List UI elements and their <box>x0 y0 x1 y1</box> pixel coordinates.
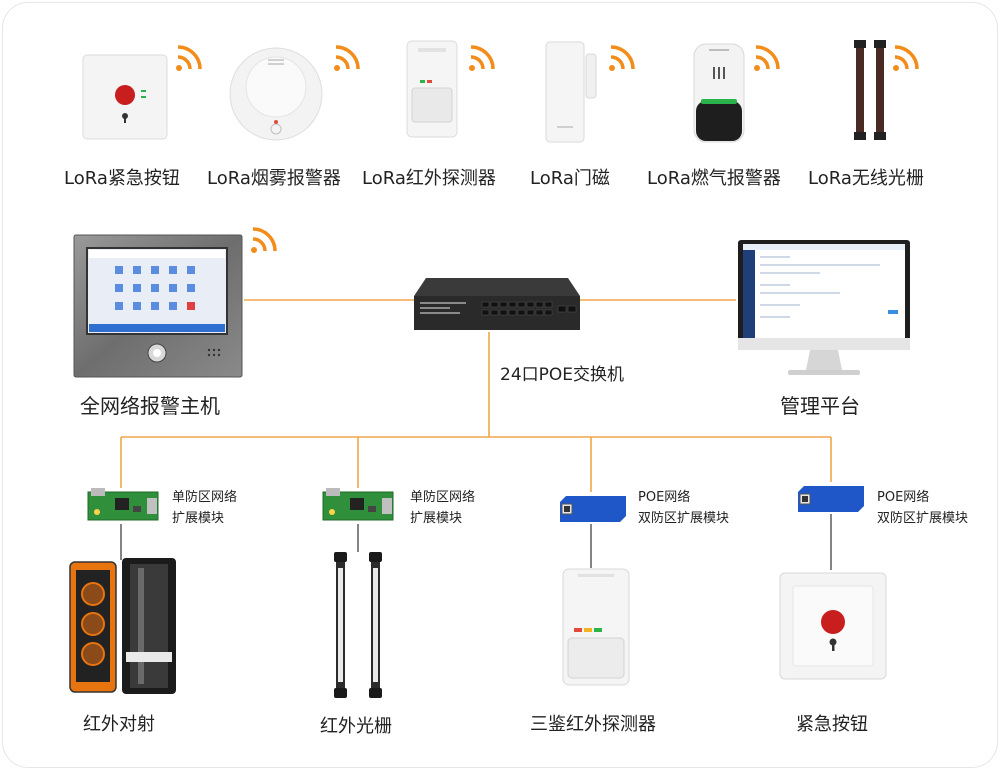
wifi-signal-icon <box>176 45 202 71</box>
poe-switch-icon <box>412 276 582 332</box>
lora-device-label: LoRa烟雾报警器 <box>207 168 341 189</box>
poe-module-icon <box>798 482 866 514</box>
module-label-line: 双防区扩展模块 <box>877 511 969 526</box>
gas-detector-icon <box>693 43 745 143</box>
module-label-line: 扩展模块 <box>410 511 463 526</box>
wireless-light-curtain-icon <box>852 40 888 142</box>
lora-device-label: LoRa红外探测器 <box>362 168 496 189</box>
smoke-detector-icon <box>228 47 324 141</box>
wifi-signal-icon <box>609 45 635 71</box>
endpoint-label: 紧急按钮 <box>796 714 868 735</box>
network-module-board-icon <box>87 488 159 524</box>
switch-label: 24口POE交换机 <box>500 365 625 385</box>
triple-tech-detector-icon <box>562 568 630 686</box>
wifi-signal-icon <box>893 45 919 71</box>
infrared-light-curtain-icon <box>331 552 385 698</box>
lora-device-label: LoRa紧急按钮 <box>64 168 180 189</box>
endpoint-label: 红外光栅 <box>320 716 392 737</box>
panic-button-icon <box>779 572 887 680</box>
host-label: 全网络报警主机 <box>80 394 220 418</box>
module-label-line: POE网络 <box>877 490 930 505</box>
alarm-host-icon <box>73 234 243 378</box>
endpoint-label: 三鉴红外探测器 <box>530 714 656 735</box>
panic-button-icon <box>82 54 168 140</box>
module-label-line: 双防区扩展模块 <box>638 511 730 526</box>
network-module-board-icon <box>322 488 394 524</box>
module-label-line: 单防区网络 <box>410 490 476 505</box>
endpoint-label: 红外对射 <box>83 714 155 735</box>
wifi-signal-icon <box>251 227 277 253</box>
wifi-signal-icon <box>334 45 360 71</box>
module-label-line: 单防区网络 <box>172 490 238 505</box>
wifi-signal-icon <box>754 45 780 71</box>
poe-module-icon <box>560 492 628 524</box>
infrared-beam-icon <box>68 558 178 694</box>
lora-device-label: LoRa门磁 <box>530 168 610 189</box>
pir-detector-icon <box>406 40 458 138</box>
module-label: 单防区网络 扩展模块 <box>172 487 237 529</box>
module-label: 单防区网络 扩展模块 <box>410 487 475 529</box>
wifi-signal-icon <box>469 45 495 71</box>
door-contact-icon <box>545 40 597 144</box>
module-label-line: 扩展模块 <box>172 511 225 526</box>
management-monitor-icon <box>736 238 912 378</box>
module-label-line: POE网络 <box>638 490 691 505</box>
lora-device-label: LoRa无线光栅 <box>808 168 924 189</box>
module-label: POE网络 双防区扩展模块 <box>638 487 729 529</box>
lora-device-label: LoRa燃气报警器 <box>647 168 781 189</box>
module-label: POE网络 双防区扩展模块 <box>877 487 968 529</box>
platform-label: 管理平台 <box>780 394 860 418</box>
